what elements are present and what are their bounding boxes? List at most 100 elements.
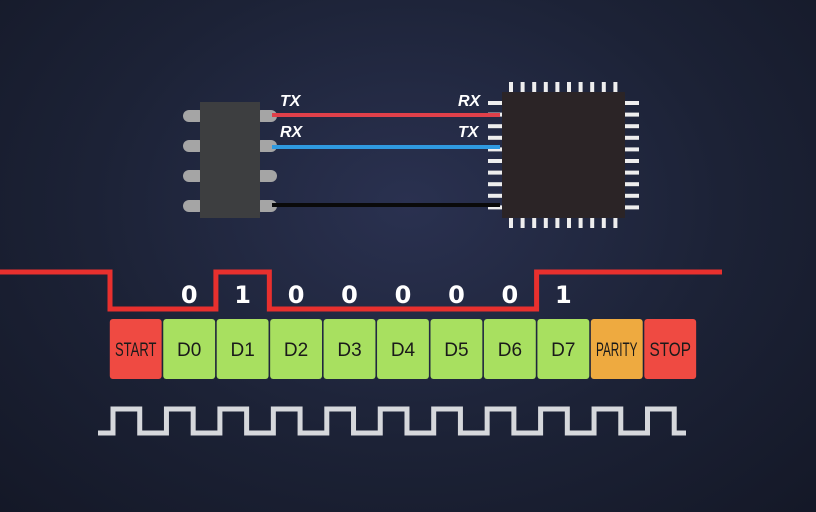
frame-cells: START D0 D1 D2 D3 D4 D5 D6 D7 PARITY STOP xyxy=(109,319,697,379)
wire-label-left-0: TX xyxy=(280,93,302,110)
chip-pin xyxy=(578,216,583,228)
frame-cell-d2: D2 xyxy=(270,319,322,379)
chip-pin xyxy=(255,170,277,182)
frame-cell-parity: PARITY xyxy=(590,319,643,379)
chip-pin xyxy=(509,82,513,94)
chip-pin xyxy=(488,147,502,152)
cell-label: D3 xyxy=(337,340,361,361)
cell-box xyxy=(323,319,376,379)
chip-pin xyxy=(255,110,277,122)
cell-label: D6 xyxy=(498,340,522,361)
microcontroller-chip xyxy=(488,82,639,228)
chip-body xyxy=(502,92,625,218)
chip-pin xyxy=(488,101,502,105)
cell-box xyxy=(270,319,322,379)
chip-pin xyxy=(183,140,205,152)
chip-pin xyxy=(183,170,205,182)
small-ic-chip xyxy=(183,102,277,218)
frame-cell-d6: D6 xyxy=(483,319,536,379)
chip-pin xyxy=(613,216,618,228)
chip-pin xyxy=(625,101,639,105)
chip-pin xyxy=(488,135,502,140)
bit-values: 0 1 0 0 0 0 0 1 xyxy=(181,281,572,309)
chip-pin xyxy=(520,216,525,228)
cell-box xyxy=(109,319,162,379)
bit-value: 0 xyxy=(395,281,412,309)
frame-cell-d0: D0 xyxy=(163,319,216,379)
cell-box xyxy=(483,319,536,379)
cell-label: D2 xyxy=(284,340,308,361)
chip-pin xyxy=(625,159,639,163)
bit-value: 0 xyxy=(288,281,305,309)
wire-label-right-1: TX xyxy=(458,124,480,141)
chip-pin xyxy=(488,182,502,187)
chip-pin xyxy=(532,216,537,228)
cell-label: D1 xyxy=(230,340,254,361)
chip-pin xyxy=(590,82,595,94)
chip-pin xyxy=(183,200,205,212)
chip-pin xyxy=(613,82,618,94)
cell-box xyxy=(537,319,590,379)
chip-pin xyxy=(488,193,502,198)
chip-pin xyxy=(555,82,560,94)
bit-value: 0 xyxy=(341,281,358,309)
cell-label: D7 xyxy=(551,340,575,361)
cell-label: D4 xyxy=(391,340,416,361)
chip-pin xyxy=(625,112,639,117)
chip-body xyxy=(200,102,260,218)
chip-pin xyxy=(543,216,548,228)
frame-cell-stop: STOP xyxy=(644,319,697,379)
chip-pin xyxy=(625,147,639,152)
frame-cell-d5: D5 xyxy=(430,319,483,379)
bit-value: 1 xyxy=(234,281,251,309)
chip-pin xyxy=(555,216,560,228)
chip-pin xyxy=(543,82,548,94)
chip-pin xyxy=(488,205,502,210)
bit-value: 0 xyxy=(448,281,465,309)
chip-pin xyxy=(183,110,205,122)
bit-value: 0 xyxy=(181,281,198,309)
chip-pin xyxy=(601,216,606,228)
chip-pin xyxy=(520,82,525,94)
cell-label: D5 xyxy=(444,340,468,361)
chip-pin xyxy=(601,82,606,94)
cell-box xyxy=(590,319,643,379)
frame-cell-start: START xyxy=(109,319,162,379)
chip-pin xyxy=(488,170,502,175)
chip-pin xyxy=(625,205,639,210)
chip-pin xyxy=(590,216,595,228)
chip-pin xyxy=(567,216,571,228)
bit-value: 1 xyxy=(555,281,572,309)
chip-pin xyxy=(625,193,639,198)
chip-pin xyxy=(567,82,571,94)
chip-pin xyxy=(625,135,639,140)
cell-box xyxy=(216,319,269,379)
wires xyxy=(272,113,500,207)
chip-pin xyxy=(488,159,502,163)
chip-pin xyxy=(532,82,537,94)
chip-pin xyxy=(625,124,639,129)
frame-cell-d7: D7 xyxy=(537,319,590,379)
chip-pin xyxy=(255,200,277,212)
cell-box xyxy=(377,319,429,379)
chip-pin xyxy=(578,82,583,94)
cell-box xyxy=(644,319,697,379)
cell-box xyxy=(163,319,216,379)
chip-pin xyxy=(255,140,277,152)
cell-label: STOP xyxy=(650,340,691,361)
frame-cell-d1: D1 xyxy=(216,319,269,379)
clock-waveform xyxy=(98,406,686,436)
cell-label: PARITY xyxy=(596,340,638,361)
frame-cell-d4: D4 xyxy=(377,319,429,379)
cell-label: D0 xyxy=(177,340,201,361)
bit-value: 0 xyxy=(502,281,519,309)
data-signal-waveform xyxy=(0,269,722,312)
wire-label-right-0: RX xyxy=(458,93,482,110)
cell-label: START xyxy=(115,340,157,361)
frame-cell-d3: D3 xyxy=(323,319,376,379)
chip-pin xyxy=(488,124,502,129)
chip-pin xyxy=(509,216,513,228)
chip-pin xyxy=(625,182,639,187)
chip-pin xyxy=(625,170,639,175)
